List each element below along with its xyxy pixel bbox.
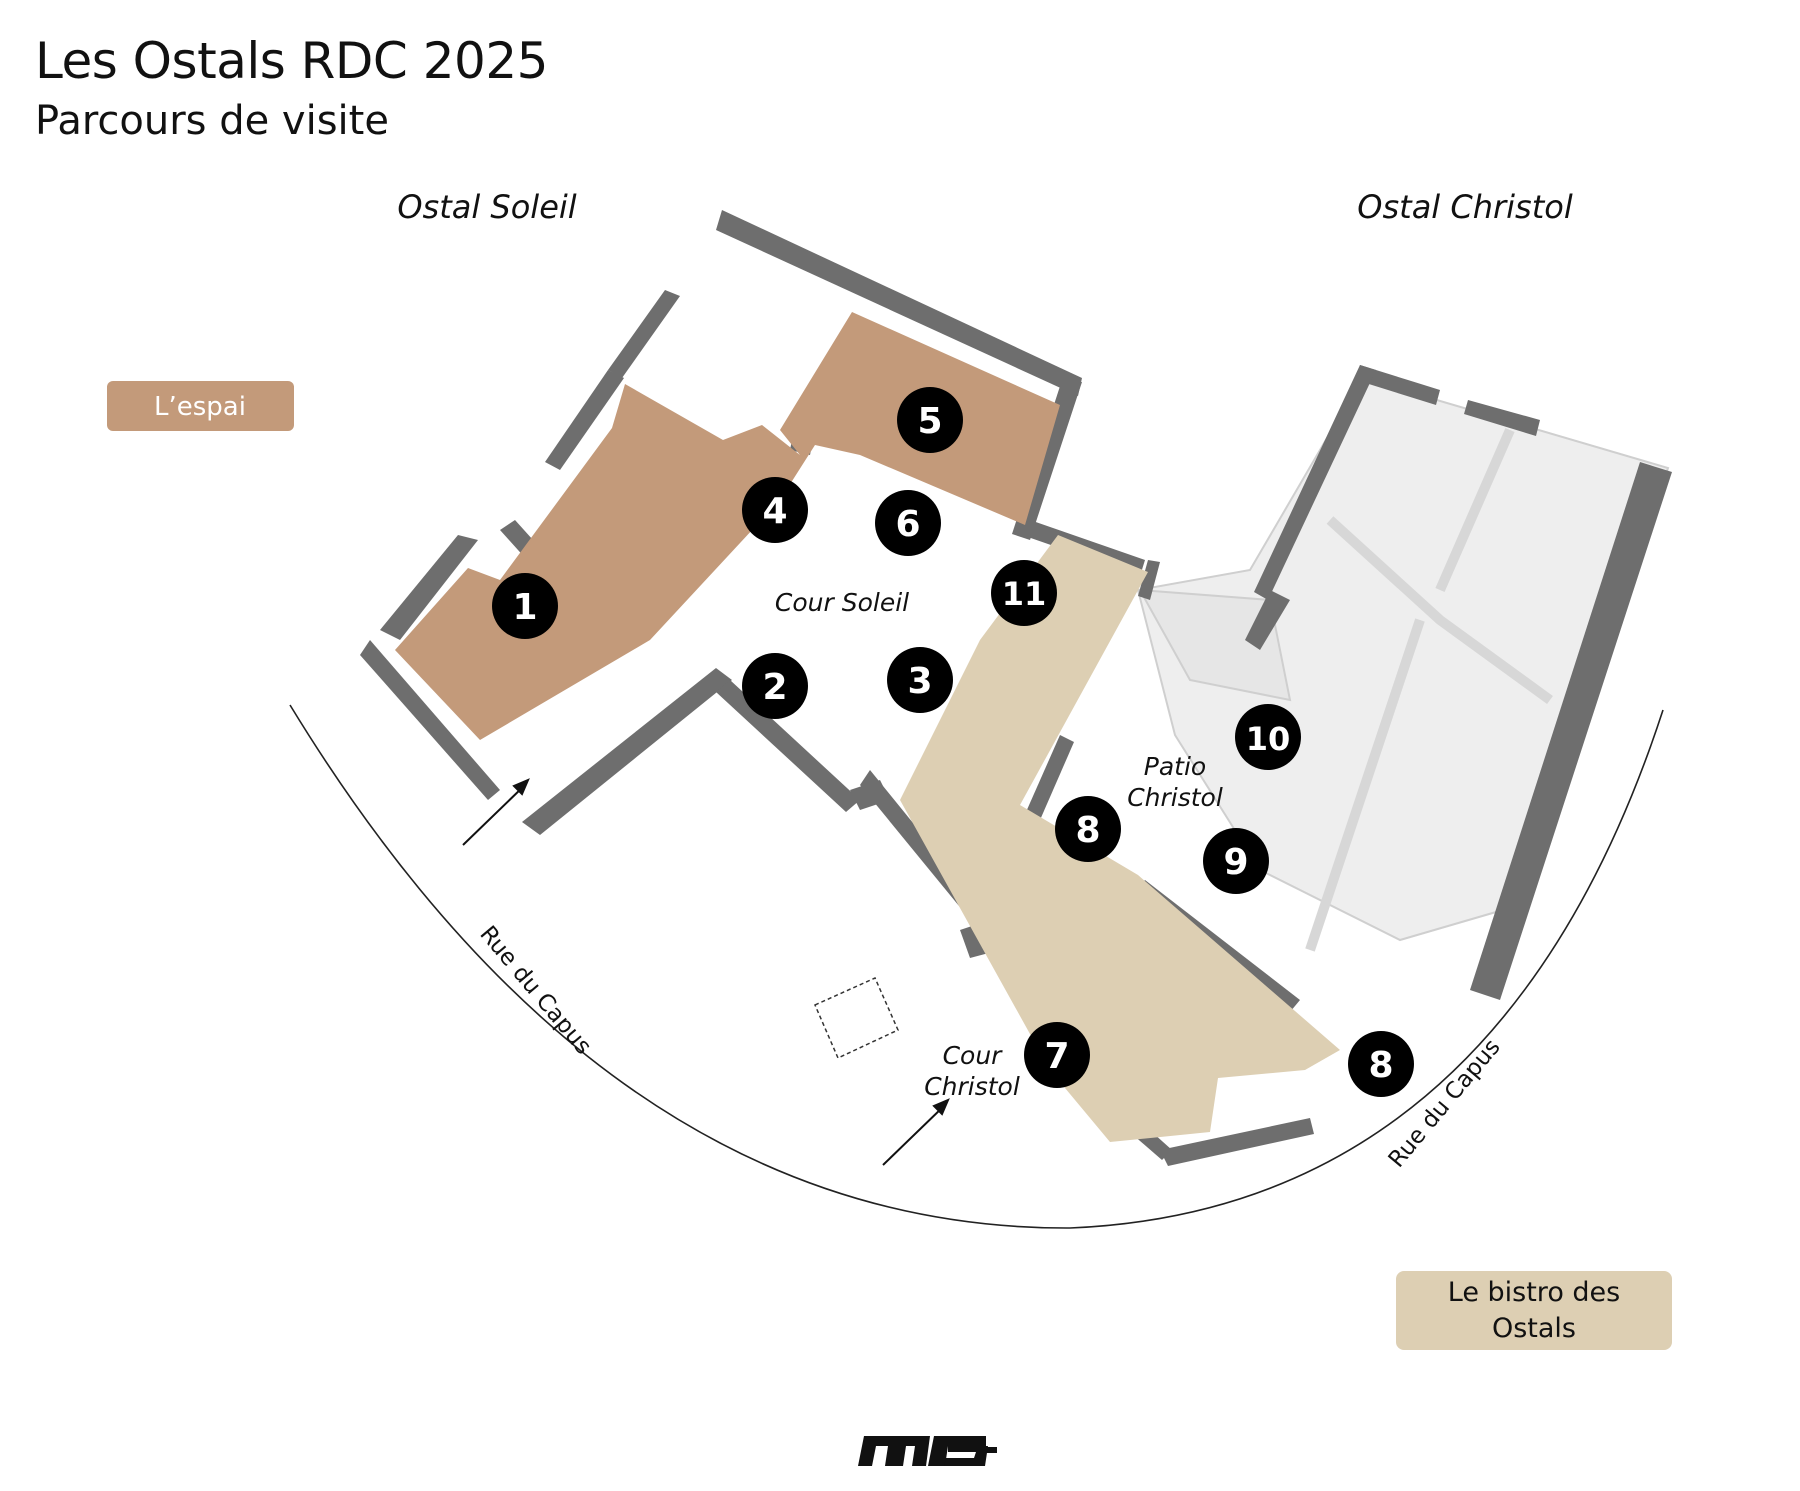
svg-text:4: 4 [762, 491, 787, 532]
svg-text:2: 2 [762, 667, 787, 708]
marker-7[interactable]: 7 [1024, 1022, 1090, 1088]
patio-christol-label-1: Patio [1144, 752, 1206, 781]
marker-3[interactable]: 3 [887, 647, 953, 713]
cour-christol-label-2: Christol [924, 1072, 1020, 1101]
street-curve [289, 704, 1664, 1229]
cour-christol-label-1: Cour [943, 1041, 1004, 1070]
brand-logo [858, 1436, 997, 1466]
legend-bistro-label-1: Le bistro des [1448, 1277, 1620, 1308]
visit-markers: 1 2 3 4 5 6 7 8 [492, 387, 1414, 1097]
rue-du-capus-left-label: Rue du Capus [474, 921, 596, 1059]
bistro-zone [900, 535, 1340, 1142]
svg-text:7: 7 [1044, 1036, 1069, 1077]
cour-soleil-label: Cour Soleil [775, 588, 909, 617]
marker-10[interactable]: 10 [1235, 704, 1301, 770]
patio-christol-label-2: Christol [1127, 783, 1223, 812]
svg-text:8: 8 [1075, 810, 1100, 851]
svg-text:11: 11 [1002, 575, 1047, 613]
marker-5[interactable]: 5 [897, 387, 963, 453]
cour-christol-square [814, 977, 899, 1060]
svg-text:6: 6 [895, 504, 920, 545]
legend-bistro-label-2: Ostals [1492, 1313, 1576, 1344]
svg-text:5: 5 [917, 401, 942, 442]
svg-text:3: 3 [907, 661, 932, 702]
christol-detail-lines [1305, 427, 1553, 952]
svg-text:10: 10 [1246, 720, 1291, 758]
marker-6[interactable]: 6 [875, 490, 941, 556]
ostal-christol-label: Ostal Christol [1357, 188, 1573, 226]
svg-text:8: 8 [1368, 1045, 1393, 1086]
marker-8-patio[interactable]: 8 [1055, 796, 1121, 862]
svg-text:1: 1 [512, 587, 537, 628]
page-title: Les Ostals RDC 2025 [35, 32, 548, 90]
ostal-soleil-label: Ostal Soleil [397, 188, 576, 226]
legend-espai-box [107, 381, 294, 431]
page-subtitle: Parcours de visite [35, 98, 389, 144]
legend-bistro-box [1396, 1271, 1672, 1350]
marker-1[interactable]: 1 [492, 573, 558, 639]
entrance-arrows [462, 778, 950, 1166]
marker-11[interactable]: 11 [991, 560, 1057, 626]
legend-espai-label: L’espai [154, 392, 246, 422]
svg-text:9: 9 [1223, 842, 1248, 883]
marker-4[interactable]: 4 [742, 477, 808, 543]
marker-2[interactable]: 2 [742, 653, 808, 719]
marker-9[interactable]: 9 [1203, 828, 1269, 894]
espai-zone [395, 312, 1060, 740]
marker-8-street[interactable]: 8 [1348, 1031, 1414, 1097]
